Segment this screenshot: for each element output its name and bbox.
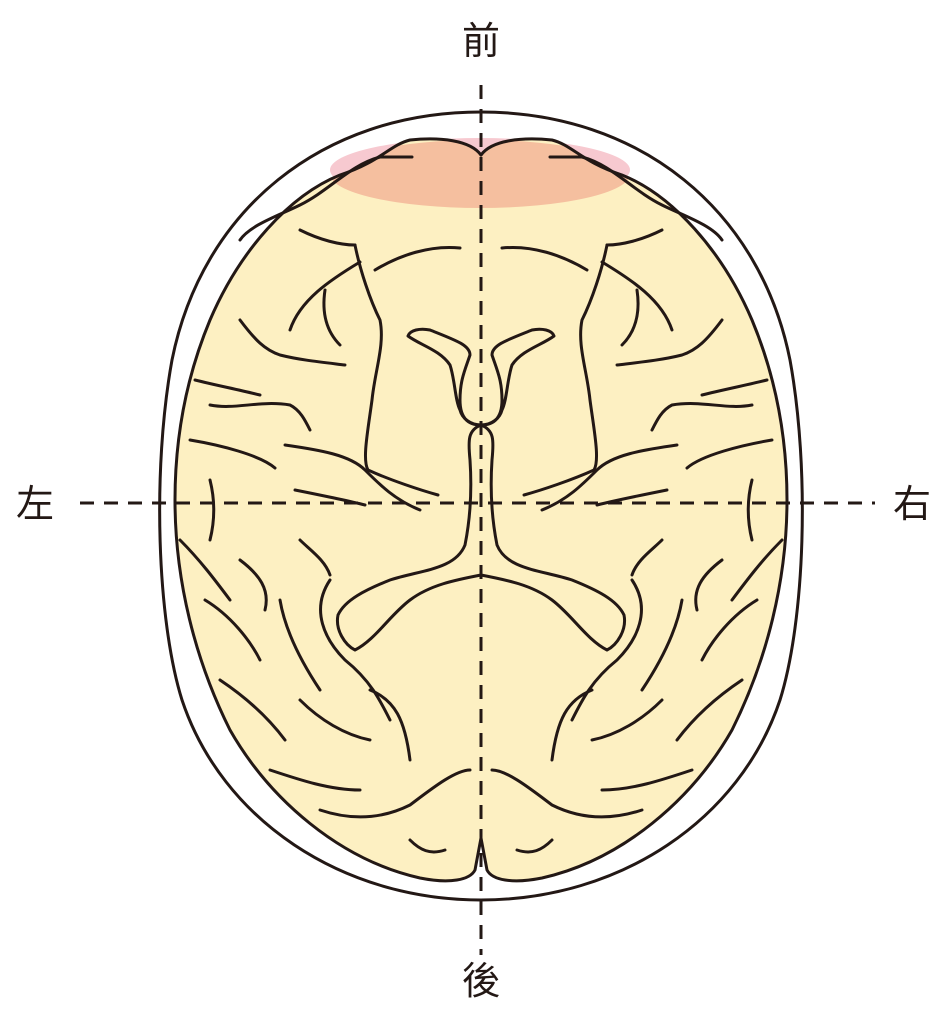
label-front: 前 [462,19,501,63]
label-back: 後 [462,959,501,1003]
label-right: 右 [893,482,932,526]
label-left: 左 [16,482,55,526]
left-hemisphere [173,137,483,883]
axis-lines [80,85,875,955]
